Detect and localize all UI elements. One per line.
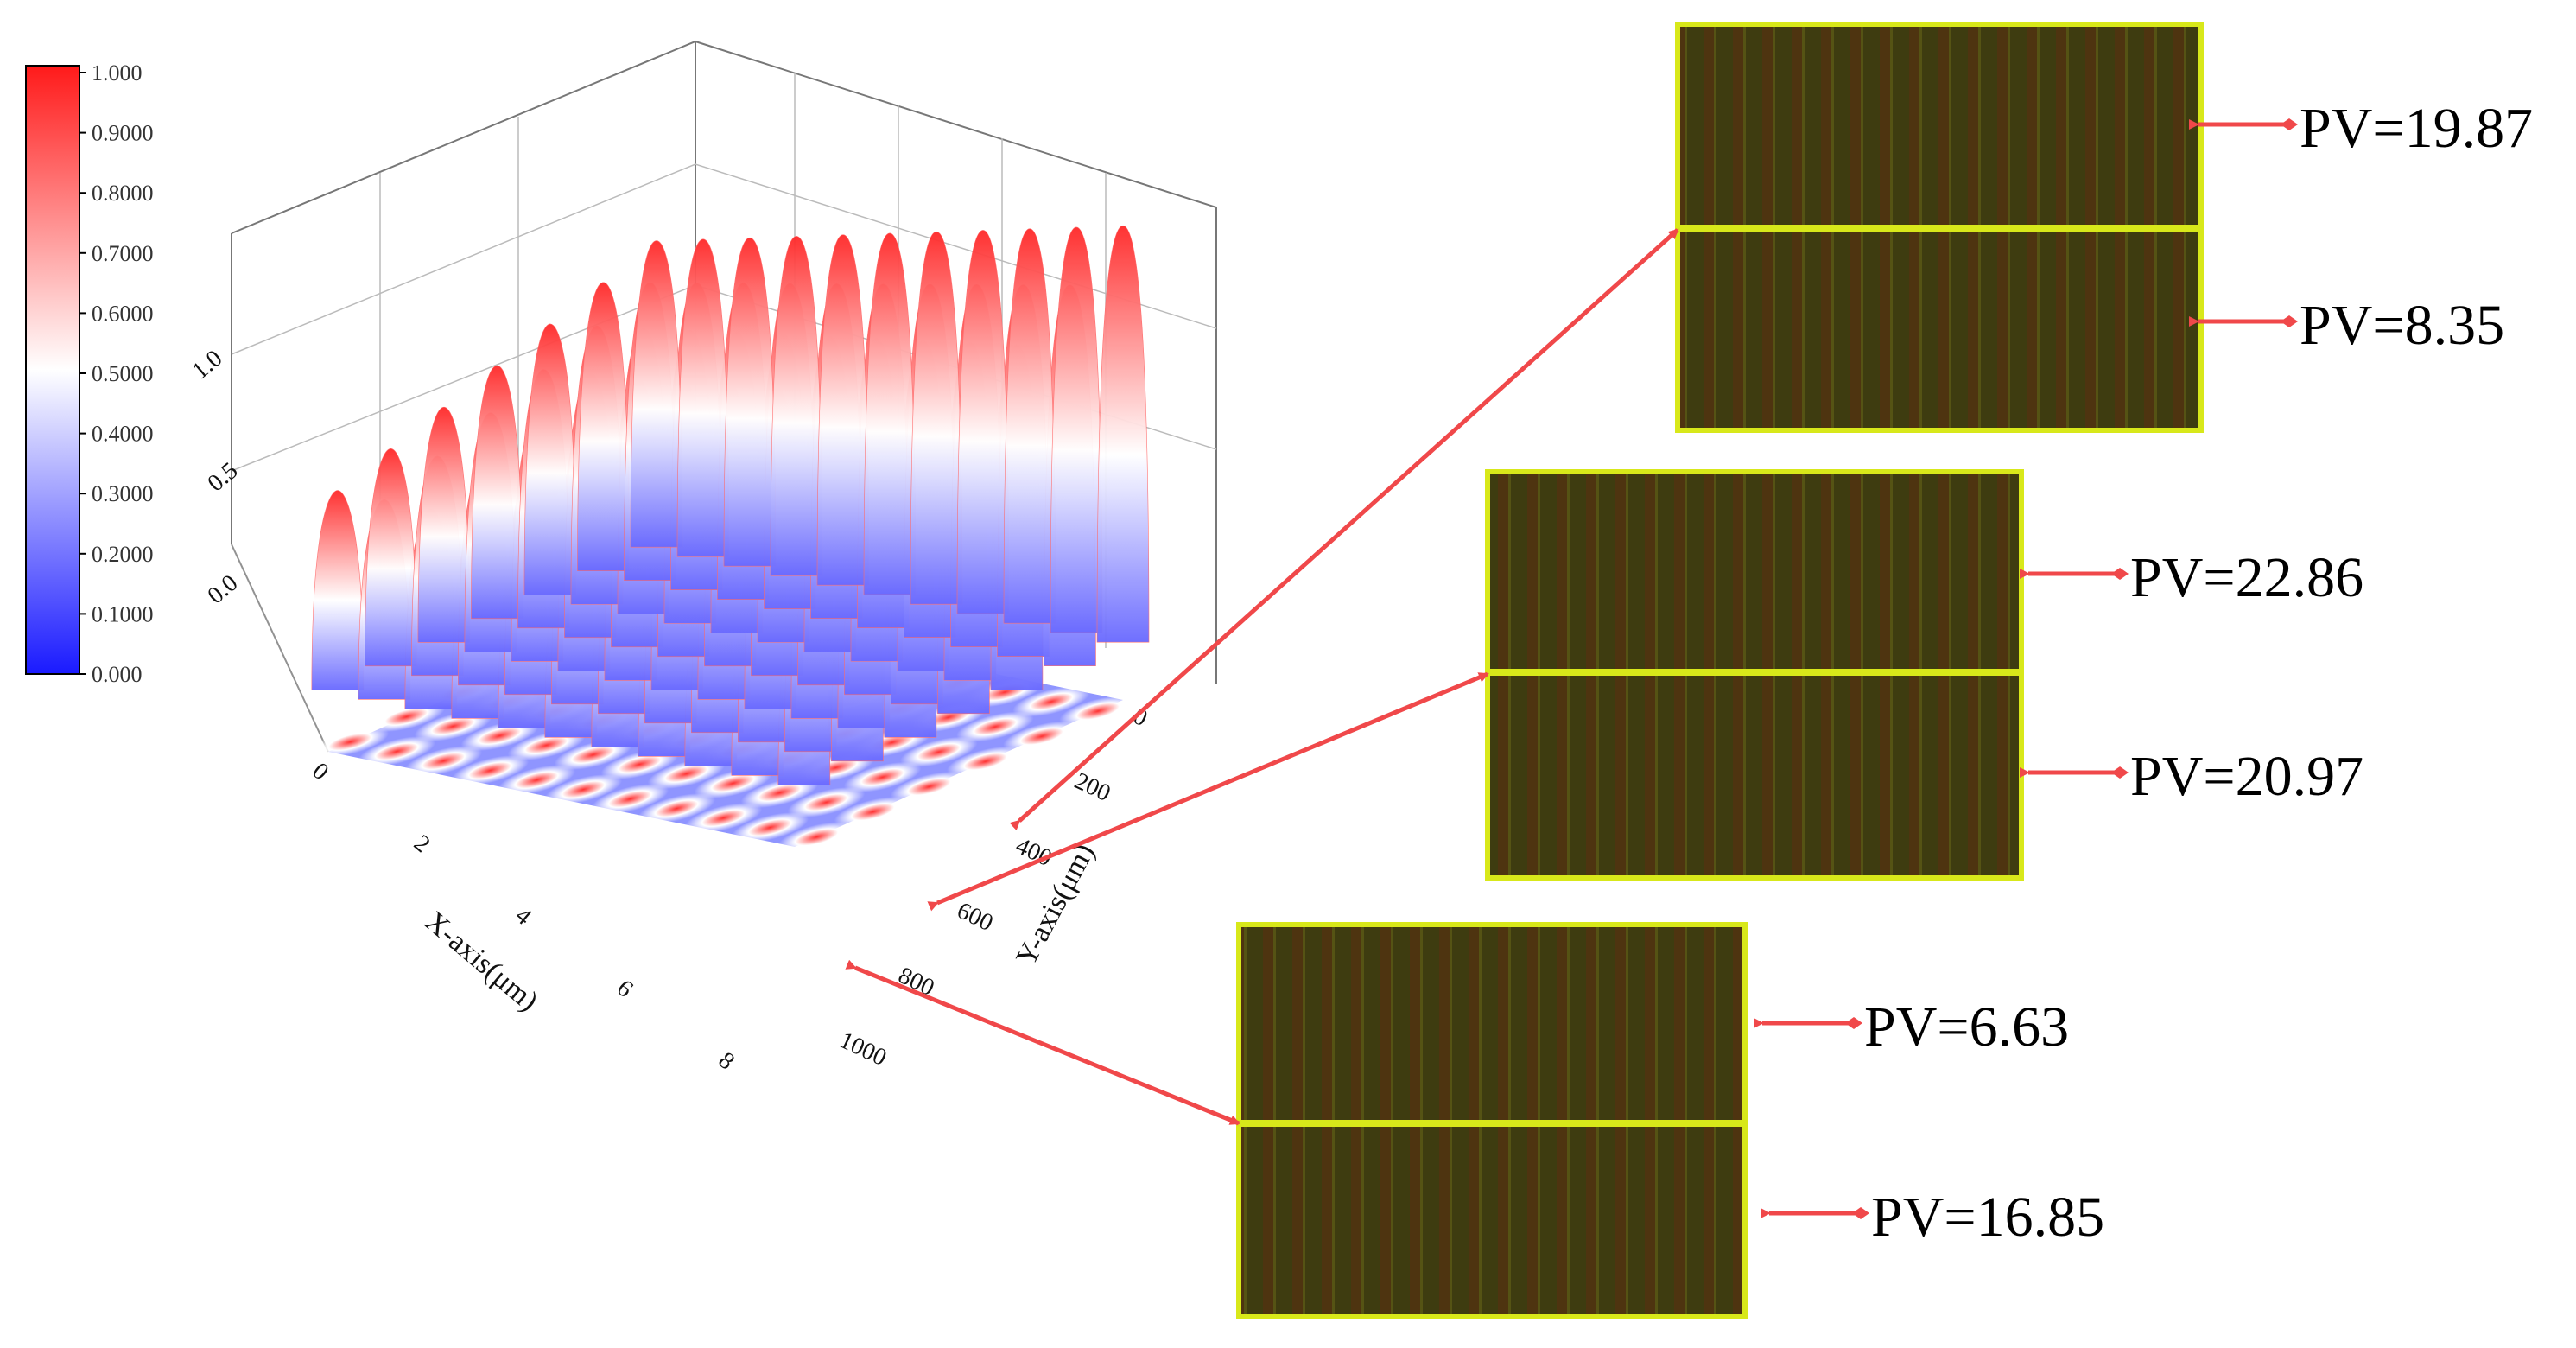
pointer-arrow: [927, 671, 1489, 912]
surface-peak: [417, 406, 471, 643]
floor-spot: [311, 727, 390, 758]
floor-spot: [600, 748, 679, 780]
colorbar-tick-label: 0.8000: [92, 181, 154, 206]
surface-peak: [577, 282, 630, 572]
surface-peak: [676, 238, 730, 557]
floor-spot: [777, 822, 856, 853]
colorbar-tick-label: 0.9000: [92, 121, 154, 146]
surface-peak: [471, 365, 523, 620]
pv-label-bottom: PV=20.97: [2130, 745, 2363, 808]
z-tick-label: 0.0: [203, 569, 244, 609]
surface-peak: [630, 240, 683, 548]
colorbar-tick-label: 0.1000: [92, 601, 154, 626]
y-tick-label: 600: [953, 897, 997, 937]
floor-spot: [694, 767, 772, 799]
floor-spot: [638, 793, 716, 824]
z-tick-label: 0.5: [203, 457, 244, 497]
floor-spot: [554, 739, 632, 771]
floor-spot: [367, 701, 446, 733]
floor-spot: [843, 761, 922, 792]
surface-peak: [863, 232, 917, 595]
x-tick-label: 6: [612, 975, 638, 1003]
floor-spot: [591, 784, 669, 815]
floor-spot: [731, 812, 809, 843]
pv-label-top: PV=22.86: [2130, 546, 2363, 609]
floor-spot: [647, 758, 726, 790]
floor-spot: [544, 774, 623, 805]
surface-peak: [723, 237, 777, 567]
surface-peak: [910, 231, 963, 605]
floor-spot: [507, 729, 586, 761]
x-tick-label: 8: [714, 1047, 740, 1076]
y-tick-label: 200: [1070, 767, 1114, 807]
floor-spot: [787, 786, 866, 818]
surface-peak: [816, 234, 870, 586]
pv-label-bottom: PV=8.35: [2300, 294, 2504, 357]
surface-peak: [1050, 226, 1103, 633]
floor-spot: [414, 710, 492, 742]
colorbar-tick-label: 0.000: [92, 662, 143, 687]
surface-peak: [523, 323, 577, 595]
micrographs: PV=19.87PV=8.35PV=22.86PV=20.97PV=6.63PV…: [1236, 22, 2533, 1319]
colorbar-tick-label: 0.7000: [92, 241, 154, 266]
x-tick-label: 4: [511, 902, 537, 931]
surface-peak: [311, 490, 365, 690]
y-tick-label: 1000: [835, 1027, 891, 1071]
surface-peak: [770, 236, 823, 576]
colorbar-tick-label: 0.6000: [92, 301, 154, 326]
colorbar-tick-label: 0.5000: [92, 361, 154, 386]
pv-label-top: PV=19.87: [2300, 97, 2533, 160]
pointer-arrow: [845, 959, 1240, 1126]
pointer-arrows: [845, 228, 1679, 1126]
surface-peak: [956, 230, 1010, 614]
floor-spot: [358, 736, 436, 767]
y-tick-label: 400: [1012, 832, 1056, 872]
floor-spot: [451, 755, 530, 786]
z-tick-label: 1.0: [187, 345, 228, 385]
colorbar-tick-label: 0.2000: [92, 542, 154, 567]
colorbar-ticks: 1.000 0.9000 0.8000 0.7000 0.6000 0.5000 0.400…: [79, 60, 154, 687]
floor-spot: [834, 796, 912, 828]
surface-peak: [365, 448, 417, 667]
colorbar-tick-label: 0.4000: [92, 422, 154, 447]
colorbar: 1.000 0.9000 0.8000 0.7000 0.6000 0.5000 0.400…: [25, 60, 154, 687]
colorbar-tick-label: 1.000: [92, 60, 143, 86]
floor-spot: [498, 765, 576, 796]
colorbar-gradient: [25, 65, 80, 675]
surface-plot: [311, 225, 1150, 785]
floor-spot: [404, 746, 483, 777]
floor-spot: [460, 720, 539, 752]
floor-spot: [740, 777, 819, 809]
x-tick-label: 0: [308, 758, 334, 786]
surface-peak: [1096, 225, 1150, 643]
pv-label-top: PV=6.63: [1864, 995, 2069, 1059]
colorbar-tick-label: 0.3000: [92, 481, 154, 506]
surface-peak: [1003, 228, 1056, 624]
x-tick-label: 2: [409, 830, 435, 858]
y-tick-label: 800: [894, 962, 938, 1001]
pv-label-bottom: PV=16.85: [1871, 1186, 2104, 1249]
floor-spot: [684, 803, 763, 834]
